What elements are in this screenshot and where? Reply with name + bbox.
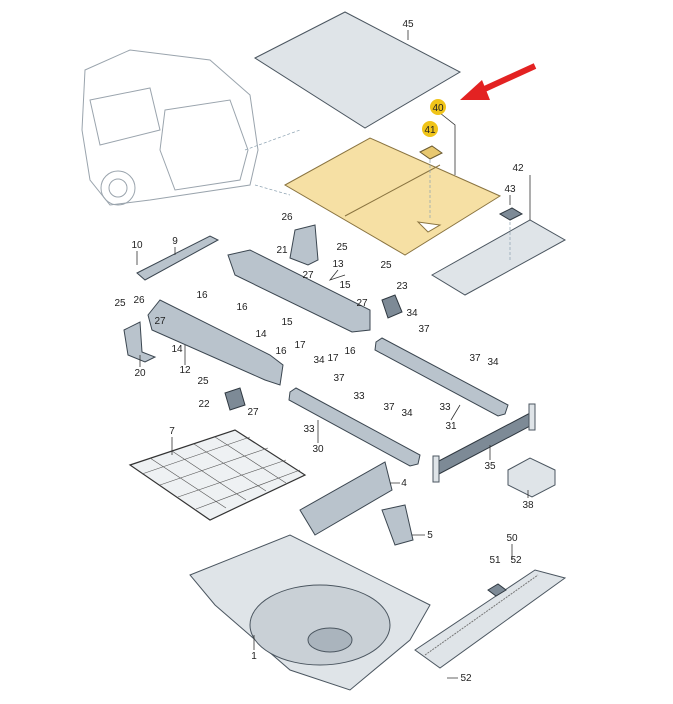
label: 12 [179,365,191,376]
label: 4 [401,478,407,489]
part-41-handle [419,145,443,160]
label: 37 [383,402,395,413]
label: 42 [512,163,524,174]
label: 27 [302,270,314,281]
label: 34 [401,408,413,419]
label: 26 [133,295,145,306]
label: 26 [281,212,293,223]
label: 1 [251,651,257,662]
part-38-box [507,457,556,498]
label: 17 [327,353,339,364]
callout-41-highlight [422,121,438,137]
label: 7 [169,426,175,437]
label: 14 [171,344,183,355]
label: 16 [236,302,248,313]
label: 33 [353,391,365,402]
label: 14 [255,329,267,340]
label: 52 [510,555,522,566]
callout-40-highlight [430,99,446,115]
part-labels: 45 40 41 42 43 26 25 21 27 10 9 13 15 25… [114,19,534,684]
label: 45 [402,19,414,30]
part-50-loading-sill [414,569,567,669]
part-5-cover [381,504,414,546]
label: 20 [134,368,146,379]
label: 25 [336,242,348,253]
label: 27 [154,316,166,327]
part-20-bracket [123,321,157,363]
label: 52 [460,673,472,684]
part-12-rail [147,299,284,386]
label: 35 [484,461,496,472]
label: 37 [333,373,345,384]
label: 33 [303,424,315,435]
label: 37 [418,324,430,335]
label: 43 [504,184,516,195]
vehicle-outline [81,49,301,206]
label: 50 [506,533,518,544]
label: 34 [487,357,499,368]
highlight-arrow [460,63,537,100]
label: 16 [275,346,287,357]
part-23-bracket [381,294,403,319]
label: 16 [196,290,208,301]
label: 34 [313,355,325,366]
label: 22 [198,399,210,410]
label: 40 [432,103,444,114]
part-floor-panel-small [431,219,567,296]
label: 15 [339,280,351,291]
part-7-cargo-net [128,429,307,521]
label: 25 [197,376,209,387]
part-30-rail [288,387,421,467]
label: 51 [489,555,501,566]
label: 27 [247,407,259,418]
label: 38 [522,500,534,511]
part-floor-panel [283,137,502,256]
label: 31 [445,421,457,432]
part-9-rail [136,235,220,281]
part-cargo-cover [253,11,462,129]
label: 37 [469,353,481,364]
part-31-rail [374,337,509,417]
leader-lines [136,30,531,679]
part-21-bracket [289,224,319,266]
label: 16 [344,346,356,357]
label: 27 [356,298,368,309]
label: 25 [380,260,392,271]
part-22-bracket [224,387,246,411]
label: 15 [281,317,293,328]
label: 34 [406,308,418,319]
label: 41 [424,125,436,136]
label: 30 [312,444,324,455]
label: 33 [439,402,451,413]
part-13-rail [227,249,371,333]
label: 25 [114,298,126,309]
label: 9 [172,236,178,247]
label: 10 [131,240,143,251]
label: 13 [332,259,344,270]
label: 5 [427,530,433,541]
label: 23 [396,281,408,292]
label: 17 [294,340,306,351]
label: 21 [276,245,288,256]
part-1-floor-pan [189,534,431,691]
part-4-side-panel [299,461,393,536]
